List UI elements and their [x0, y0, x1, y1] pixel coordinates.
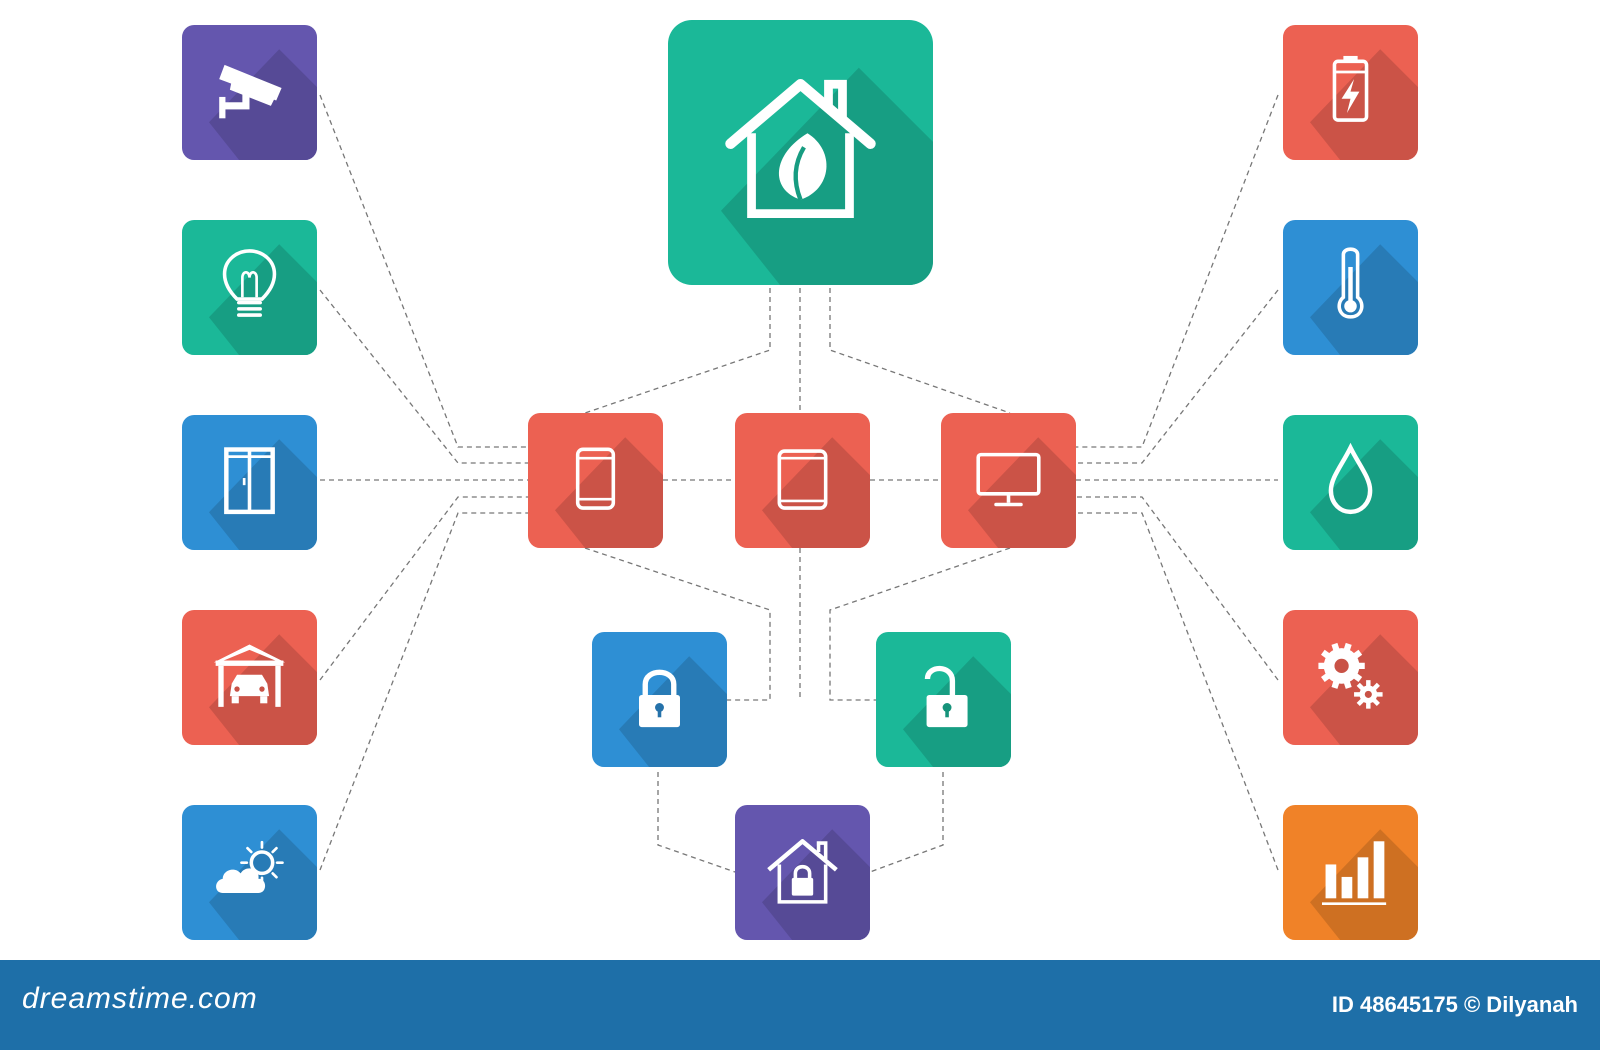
smart-home-diagram [182, 20, 1418, 940]
connector-line [584, 288, 771, 414]
connector-line [829, 547, 1011, 701]
gears-icon [1318, 642, 1383, 709]
image-id-text: ID 48645175 © Dilyanah [1331, 992, 1578, 1017]
weather-icon [216, 840, 284, 893]
lock-open-tile [876, 632, 1011, 767]
light-bulb-icon [222, 249, 277, 317]
security-camera-icon [219, 64, 282, 119]
monitor-tile [941, 413, 1076, 548]
connector-line [657, 772, 736, 873]
connector-line [869, 772, 944, 873]
smartphone-tile [528, 413, 663, 548]
weather-tile [182, 805, 317, 940]
window-tile [182, 415, 317, 550]
connector-line [319, 94, 528, 448]
connector-line [1076, 496, 1279, 681]
tablet-tile [735, 413, 870, 548]
bar-chart-tile [1283, 805, 1418, 940]
thermometer-tile [1283, 220, 1418, 355]
monitor-icon [976, 452, 1041, 507]
battery-tile [1283, 25, 1418, 160]
thermometer-icon [1337, 247, 1364, 319]
gears-tile [1283, 610, 1418, 745]
connector-line [319, 512, 528, 871]
security-camera-tile [182, 25, 317, 160]
connector-line [1076, 289, 1279, 464]
eco-home-tile [668, 20, 933, 285]
connector-line [584, 547, 771, 701]
water-drop-tile [1283, 415, 1418, 550]
garage-icon [213, 644, 286, 707]
battery-icon [1332, 55, 1369, 122]
connector-line [319, 496, 528, 681]
brand-logo-text: dreamstime.com [22, 982, 258, 1015]
home-lock-icon [767, 839, 838, 904]
window-icon [224, 447, 275, 515]
home-lock-tile [735, 805, 870, 940]
connector-line [319, 289, 528, 464]
connector-line [829, 288, 1011, 414]
garage-tile [182, 610, 317, 745]
connector-line [1076, 94, 1279, 448]
lock-closed-icon [639, 669, 680, 728]
light-bulb-tile [182, 220, 317, 355]
tablet-icon [777, 449, 828, 510]
connector-lines [319, 94, 1279, 873]
lock-open-icon [924, 665, 968, 728]
bar-chart-icon [1321, 841, 1387, 905]
water-drop-icon [1328, 442, 1373, 515]
smartphone-icon [575, 447, 616, 510]
eco-home-icon [725, 78, 876, 219]
lock-closed-tile [592, 632, 727, 767]
footer-bar: dreamstime.com ID 48645175 © Dilyanah [0, 960, 1600, 1050]
connector-line [1076, 512, 1279, 871]
